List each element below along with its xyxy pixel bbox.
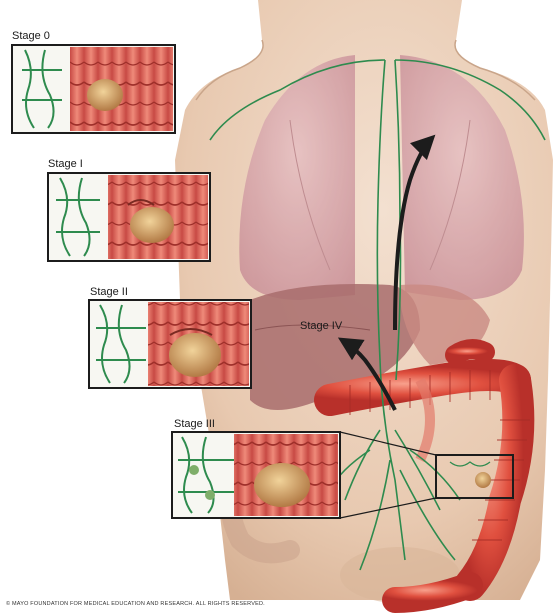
stage-2-label: Stage II xyxy=(90,286,128,298)
stage-0-label: Stage 0 xyxy=(12,30,50,42)
stage-1-label: Stage I xyxy=(48,158,83,170)
stage-4-label: Stage IV xyxy=(300,320,342,332)
copyright-notice: © MAYO FOUNDATION FOR MEDICAL EDUCATION … xyxy=(6,601,265,607)
stage-3-label: Stage III xyxy=(174,418,215,430)
